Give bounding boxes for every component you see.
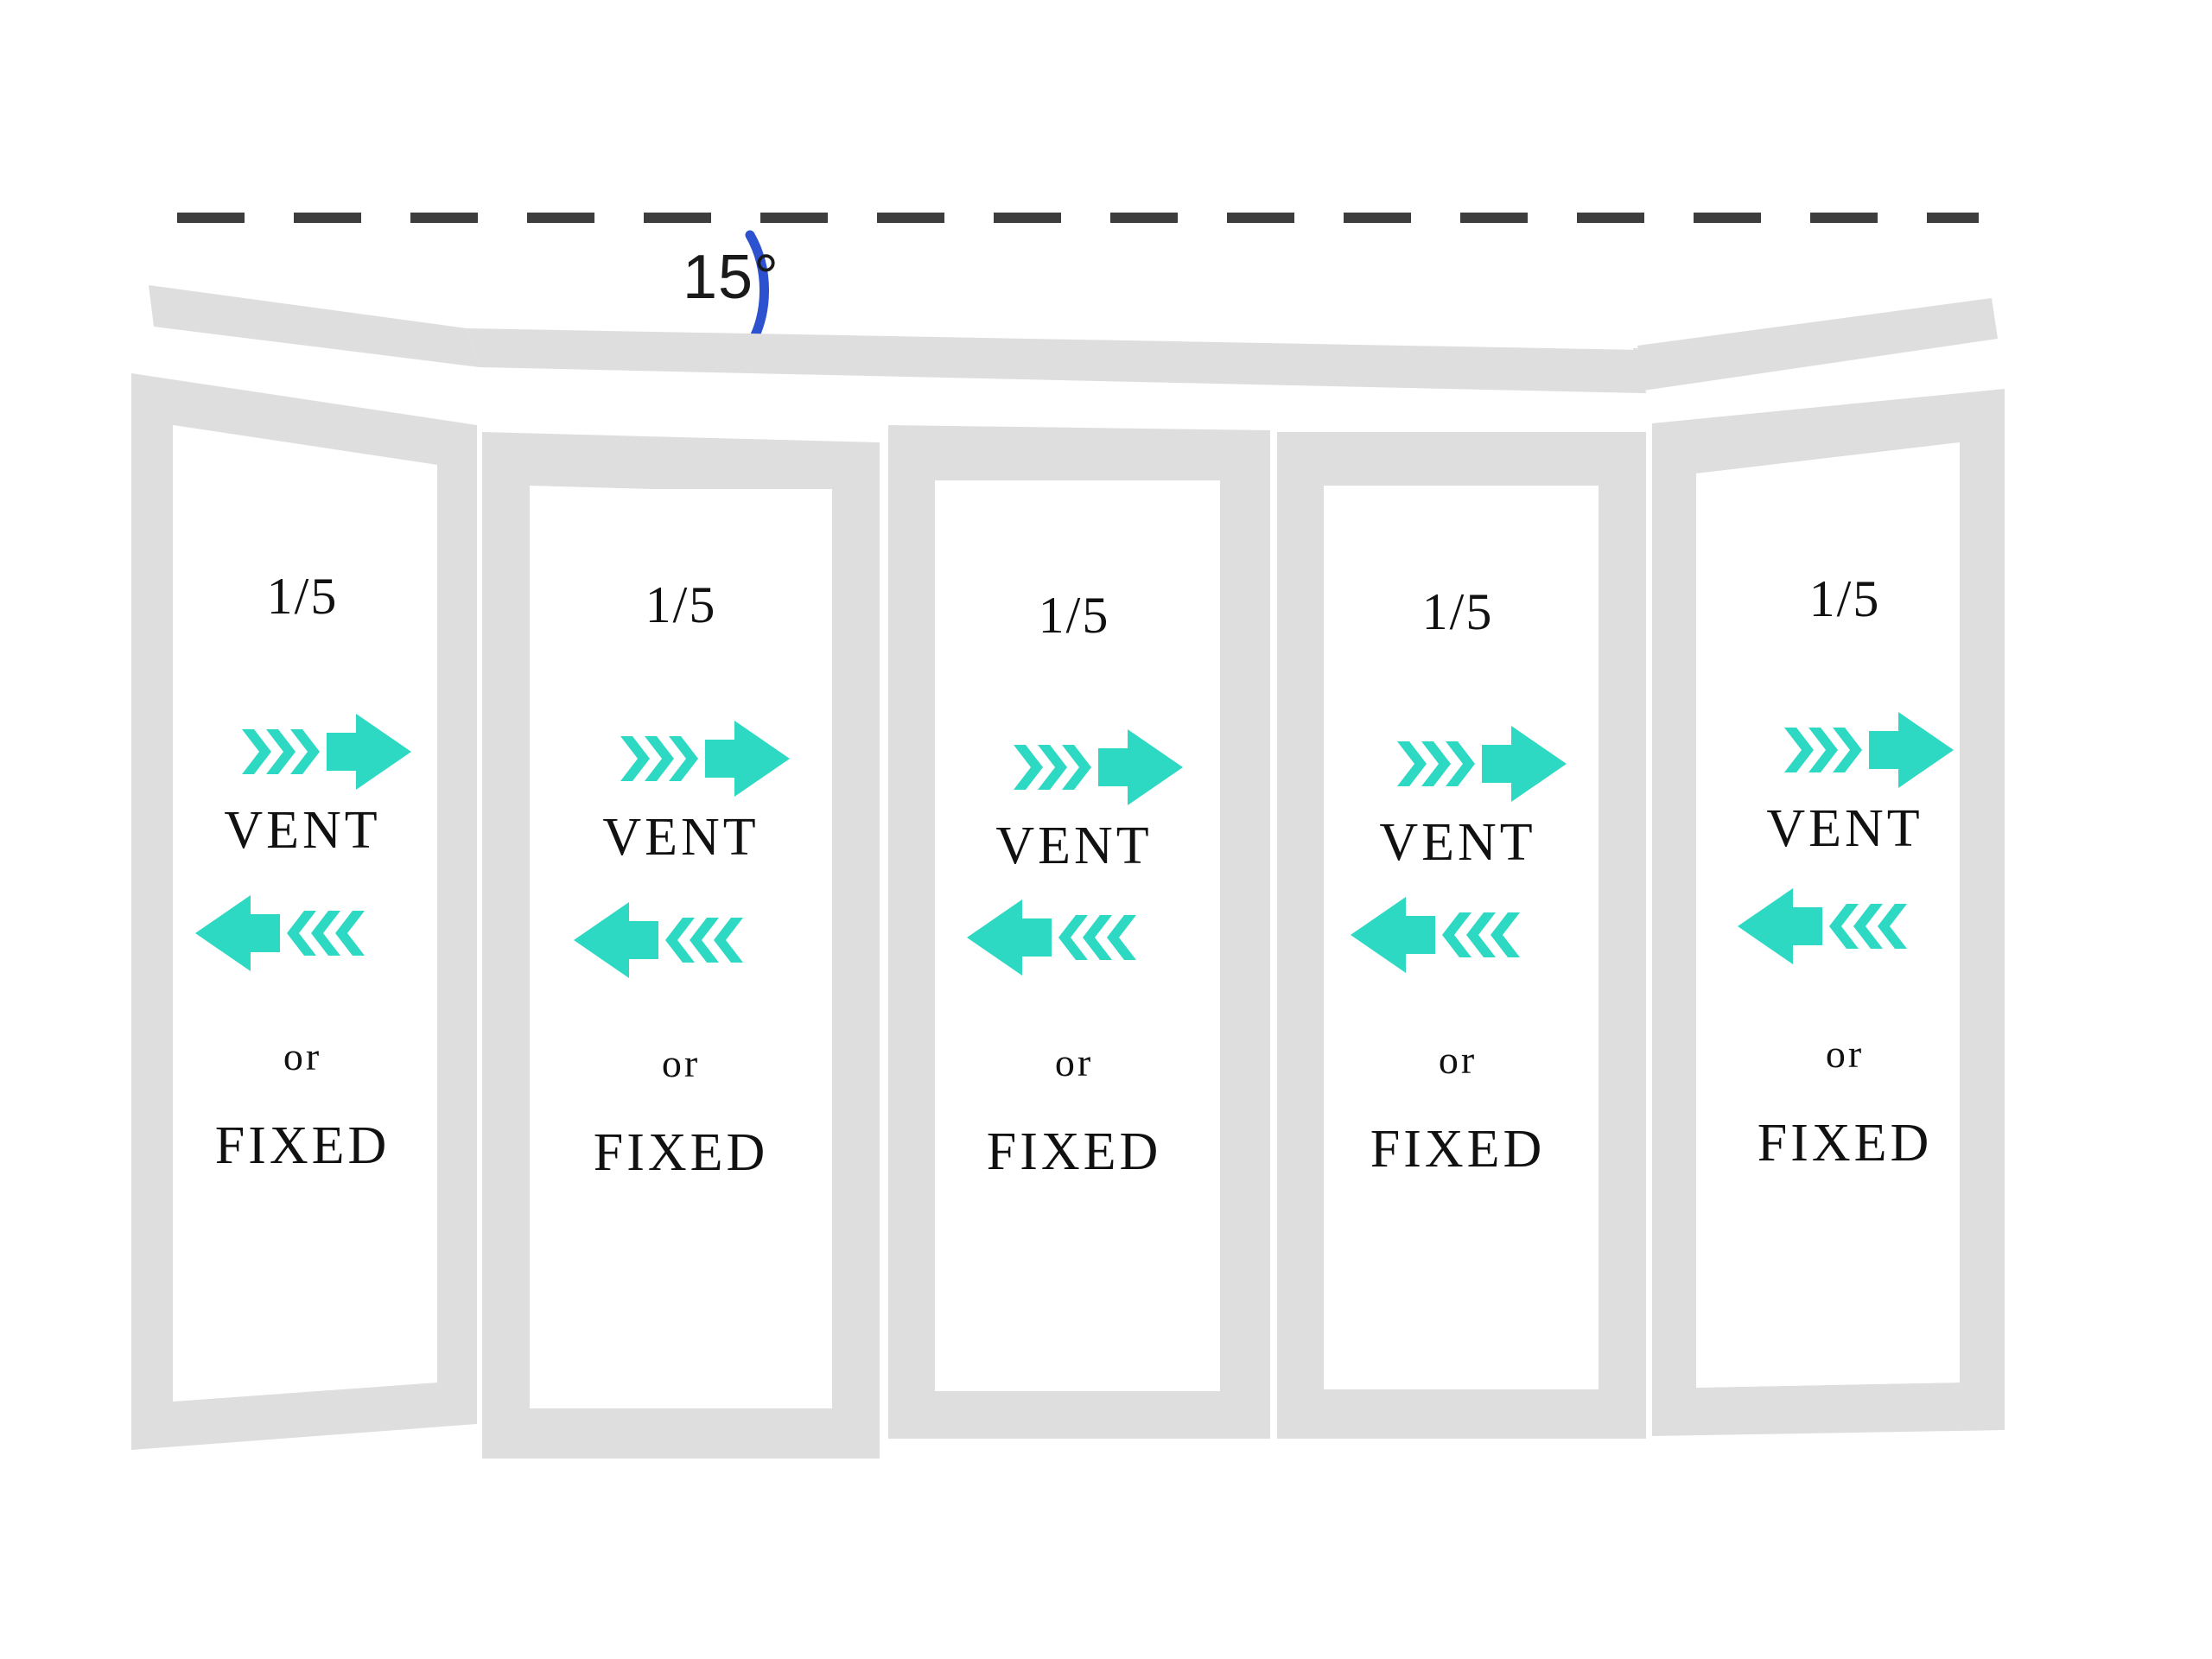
panel-5-glass	[1696, 442, 1960, 1388]
panel-5-or-label: or	[1825, 1032, 1865, 1076]
panel-5-frame	[1652, 389, 2005, 1436]
panel-4-fixed-label: FIXED	[1370, 1120, 1546, 1179]
panel-2-fixed-label: FIXED	[593, 1123, 769, 1182]
panel-2-vent-label: VENT	[602, 808, 760, 867]
panel-3-fixed-label: FIXED	[986, 1122, 1162, 1181]
panel-5-fixed-label: FIXED	[1757, 1114, 1933, 1173]
panel-4-vent-label: VENT	[1379, 813, 1536, 872]
angle-arc-15-degrees	[745, 230, 769, 351]
panel-3-or-label: or	[1054, 1040, 1094, 1084]
angle-arc-group	[745, 230, 769, 351]
panel-2-fraction-label: 1/5	[645, 576, 717, 633]
head-bar-left-center	[467, 328, 1642, 393]
head-bar-left	[149, 285, 480, 367]
panel-3-fraction-label: 1/5	[1038, 587, 1110, 644]
panel-4-fraction-label: 1/5	[1421, 583, 1494, 640]
window-panel-5[interactable]	[1652, 389, 2005, 1436]
head-transom-bars	[149, 285, 1998, 393]
panel-1-frame	[131, 373, 477, 1450]
panel-5-fraction-label: 1/5	[1808, 570, 1881, 627]
panel-2-frame	[482, 432, 880, 1459]
panel-1-fraction-label: 1/5	[266, 568, 339, 625]
window-panel-4[interactable]	[1277, 432, 1646, 1439]
panel-4-frame	[1277, 432, 1646, 1439]
panel-1-or-label: or	[283, 1034, 322, 1078]
panel-5-vent-label: VENT	[1766, 799, 1923, 858]
panel-3-vent-label: VENT	[995, 817, 1153, 875]
panel-3-frame	[888, 425, 1270, 1439]
panel-1-vent-label: VENT	[224, 801, 381, 860]
head-bar-right	[1637, 298, 1998, 391]
window-panel-3[interactable]	[888, 425, 1270, 1439]
panel-2-or-label: or	[661, 1041, 701, 1085]
panel-1-fixed-label: FIXED	[214, 1116, 391, 1175]
angle-label: 15°	[683, 243, 779, 312]
panel-4-or-label: or	[1438, 1038, 1478, 1082]
